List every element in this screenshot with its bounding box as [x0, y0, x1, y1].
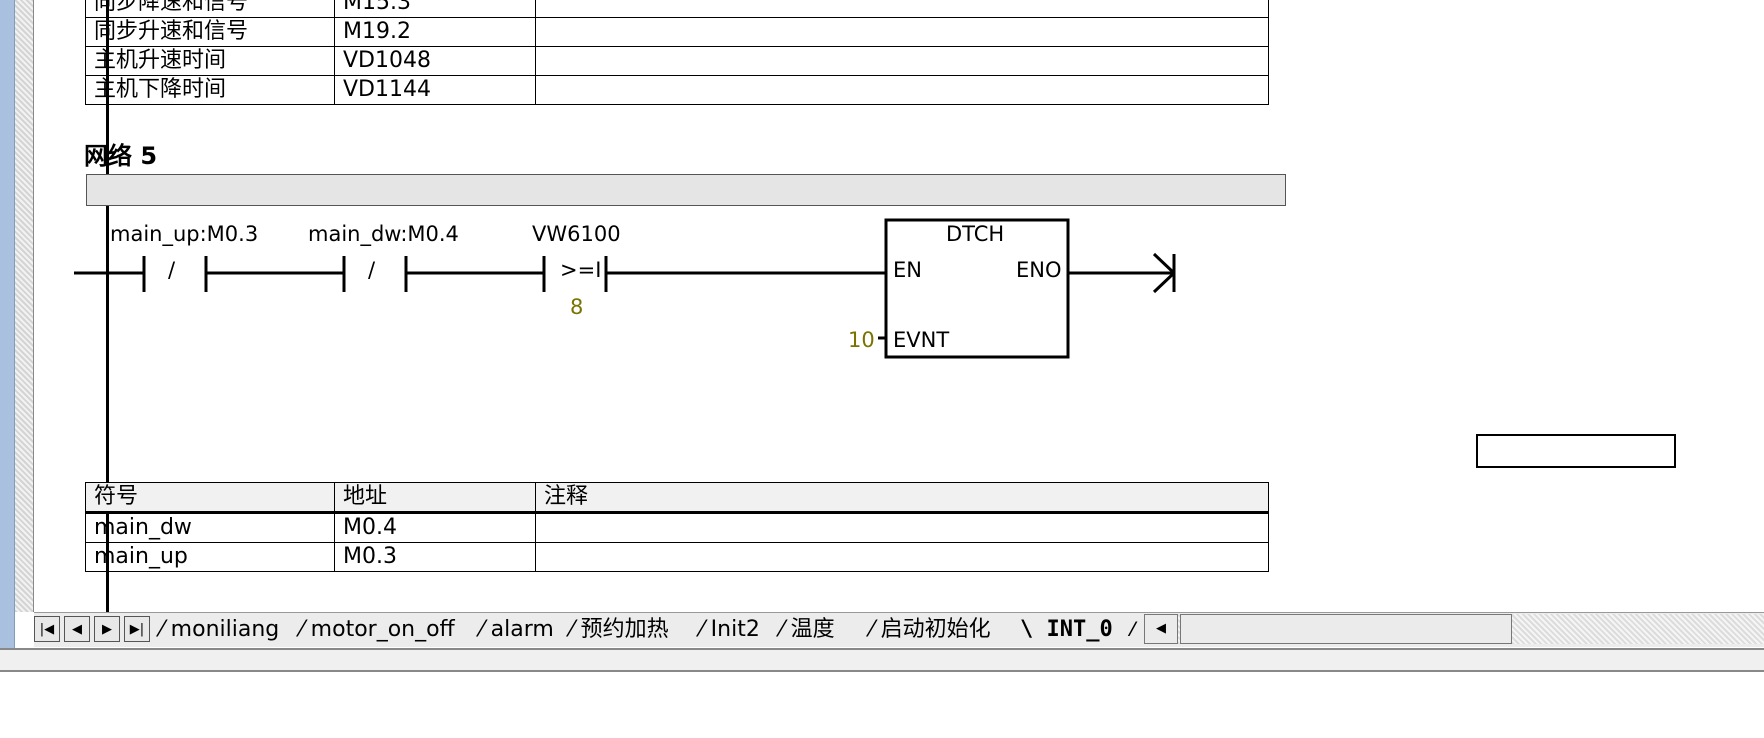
comment-cell — [535, 542, 1269, 572]
symbol-cell: 同步降速和信号 — [85, 0, 335, 18]
symbol-table-top: 同步降速和信号 M15.3 同步升速和信号 M19.2 主机升速时间 VD104… — [85, 0, 1269, 105]
table-row: 主机升速时间 VD1048 — [85, 46, 1269, 76]
header-address[interactable]: 地址 — [334, 482, 536, 514]
symbol-table: 符号 地址 注释 main_dw M0.4 main_up M0.3 — [85, 482, 1269, 572]
header-comment[interactable]: 注释 — [535, 482, 1269, 514]
box-pin-en: EN — [893, 258, 922, 282]
comment-cell — [535, 0, 1269, 18]
box-pin-eno: ENO — [1016, 258, 1062, 282]
prev-tab-icon[interactable]: ◀ — [64, 616, 90, 642]
evnt-value[interactable]: 10 — [848, 328, 875, 352]
symbol-cell: main_up — [85, 542, 335, 572]
box-name: DTCH — [946, 222, 1005, 246]
symbol-cell: main_dw — [85, 512, 335, 543]
compare-label: VW6100 — [532, 222, 621, 246]
tab-init2[interactable]: ⁄ Init2 — [700, 617, 760, 642]
left-power-rail — [106, 0, 109, 612]
table-row: 同步升速和信号 M19.2 — [85, 17, 1269, 47]
box-pin-evnt: EVNT — [893, 328, 950, 352]
floating-input-box[interactable] — [1476, 434, 1676, 468]
tab-label: alarm — [490, 617, 554, 642]
tab-label: motor_on_off — [310, 617, 455, 642]
comment-cell — [535, 75, 1269, 105]
address-cell: M19.2 — [334, 17, 536, 47]
tab-label: INT_0 — [1046, 617, 1113, 642]
table-header-row: 符号 地址 注释 — [85, 482, 1269, 514]
scroll-thumb[interactable] — [1180, 614, 1512, 644]
tab-moniliang[interactable]: ⁄ moniliang — [160, 617, 280, 642]
tab-motor-on-off[interactable]: ⁄ motor_on_off — [300, 617, 455, 642]
status-bar — [0, 648, 1764, 672]
comment-cell — [535, 17, 1269, 47]
splitter-bar[interactable] — [15, 0, 34, 612]
tab-int-0[interactable]: \ INT_0 ⁄ — [1020, 617, 1140, 642]
header-symbol[interactable]: 符号 — [85, 482, 335, 514]
last-tab-icon[interactable]: ▶| — [124, 616, 150, 642]
scroll-left-icon[interactable]: ◀ — [1144, 614, 1178, 644]
table-row: main_dw M0.4 — [85, 512, 1269, 543]
tab-label: 预约加热 — [580, 617, 669, 642]
comment-cell — [535, 512, 1269, 543]
tab-label: 启动初始化 — [880, 617, 991, 642]
contact2-symbol: / — [368, 258, 376, 282]
symbol-cell: 主机升速时间 — [85, 46, 335, 76]
tab-yuyue-jiare[interactable]: ⁄ 预约加热 — [570, 617, 669, 642]
symbol-cell: 同步升速和信号 — [85, 17, 335, 47]
next-tab-icon[interactable]: ▶ — [94, 616, 120, 642]
table-row: 同步降速和信号 M15.3 — [85, 0, 1269, 18]
contact1-label: main_up:M0.3 — [110, 222, 259, 246]
contact1-symbol: / — [168, 258, 176, 282]
program-editor: 同步降速和信号 M15.3 同步升速和信号 M19.2 主机升速时间 VD104… — [34, 0, 1764, 612]
horizontal-scrollbar[interactable]: ◀ — [1144, 612, 1764, 646]
address-cell: VD1144 — [334, 75, 536, 105]
rung-end-arrow-icon — [1152, 252, 1176, 294]
address-cell: M0.4 — [334, 512, 536, 543]
network-comment-field[interactable] — [86, 174, 1286, 206]
tab-label: 温度 — [790, 617, 835, 642]
address-cell: VD1048 — [334, 46, 536, 76]
dtch-function-box[interactable] — [884, 218, 1070, 359]
tab-qidong-chushihua[interactable]: ⁄ 启动初始化 — [870, 617, 991, 642]
table-row: main_up M0.3 — [85, 542, 1269, 572]
network-title[interactable]: 网络 5 — [84, 142, 158, 170]
tab-label: Init2 — [710, 617, 760, 642]
compare-contact[interactable] — [542, 256, 608, 292]
ladder-rung — [74, 218, 1176, 359]
first-tab-icon[interactable]: |◀ — [34, 616, 60, 642]
address-cell: M15.3 — [334, 0, 536, 18]
symbol-cell: 主机下降时间 — [85, 75, 335, 105]
comment-cell — [535, 46, 1269, 76]
normally-closed-contact-main-dw[interactable] — [342, 256, 408, 292]
table-row: 主机下降时间 VD1144 — [85, 75, 1269, 105]
address-cell: M0.3 — [334, 542, 536, 572]
contact2-label: main_dw:M0.4 — [308, 222, 459, 246]
normally-closed-contact-main-up[interactable] — [142, 256, 208, 292]
left-panel-strip — [0, 0, 15, 648]
tab-label: moniliang — [170, 617, 280, 642]
compare-value[interactable]: 8 — [570, 295, 584, 319]
tab-wendu[interactable]: ⁄ 温度 — [780, 617, 835, 642]
compare-operator: >=I — [560, 258, 602, 282]
tab-alarm[interactable]: ⁄ alarm — [480, 617, 554, 642]
